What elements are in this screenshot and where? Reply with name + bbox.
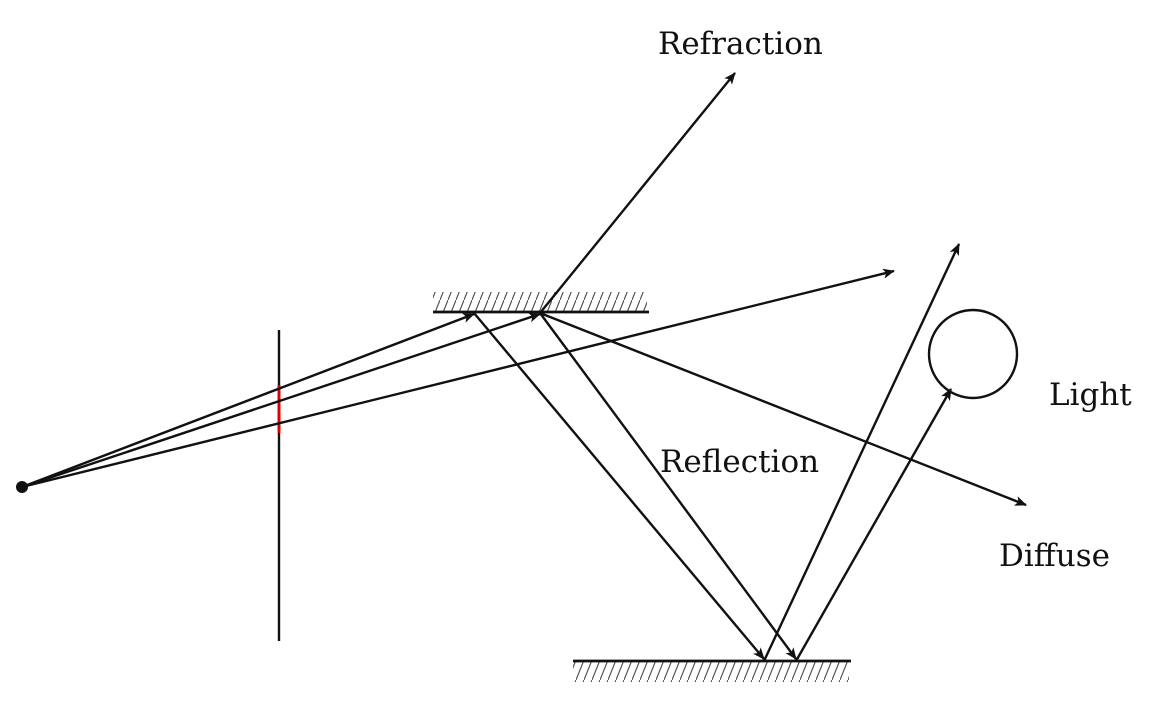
light-label: Light [1049,377,1132,413]
diffuse-ray [539,311,1027,507]
shadow-ray-to-light [794,388,953,662]
reflection-label: Reflection [660,444,819,480]
diffuse-label: Diffuse [999,538,1110,574]
refraction-label: Refraction [658,26,823,62]
reflection-ray-2 [539,312,797,660]
light-source [927,308,1019,400]
primary-ray-2 [21,312,541,489]
secondary-ray-up [762,243,961,662]
refraction-ray [539,72,736,314]
primary-ray-3 [21,268,895,489]
primary-ray-1 [21,312,475,489]
upper-surface-hatching [433,292,647,312]
lower-surface-hatching [573,662,849,682]
reflection-ray-1 [473,312,765,660]
